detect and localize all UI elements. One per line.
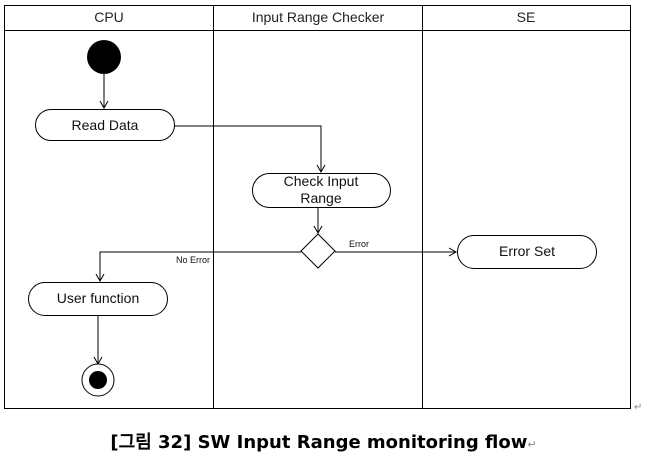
figure-caption-text: [그림 32] SW Input Range monitoring flow bbox=[110, 432, 528, 453]
edge-label-no-error: No Error bbox=[176, 255, 210, 265]
edge-decision-to-user-function bbox=[95, 251, 301, 283]
paragraph-mark-diagram: ↵ bbox=[634, 402, 642, 413]
figure-caption: [그림 32] SW Input Range monitoring flow↵ bbox=[0, 428, 647, 454]
paragraph-mark-caption: ↵ bbox=[527, 438, 537, 451]
node-read-data bbox=[35, 109, 175, 141]
node-error-set bbox=[457, 235, 597, 269]
edge-read-to-check bbox=[174, 125, 326, 174]
node-user-function-label: User function bbox=[57, 290, 139, 306]
lane-title-se: SE bbox=[517, 9, 536, 25]
lane-title-cpu: CPU bbox=[94, 9, 124, 25]
lane-title-input-range-checker: Input Range Checker bbox=[252, 9, 385, 25]
node-error-set-label: Error Set bbox=[499, 243, 555, 259]
node-check-input-range bbox=[252, 173, 391, 208]
node-check-input-range-label-line1: Check Input bbox=[284, 173, 359, 189]
node-check-input-range-label-line2: Range bbox=[300, 190, 341, 206]
edge-label-error: Error bbox=[349, 239, 369, 249]
decision-node bbox=[300, 233, 336, 269]
end-node-inner bbox=[89, 371, 107, 389]
start-node bbox=[87, 40, 121, 74]
node-read-data-label: Read Data bbox=[72, 117, 139, 133]
swimlane-frame bbox=[4, 5, 631, 409]
